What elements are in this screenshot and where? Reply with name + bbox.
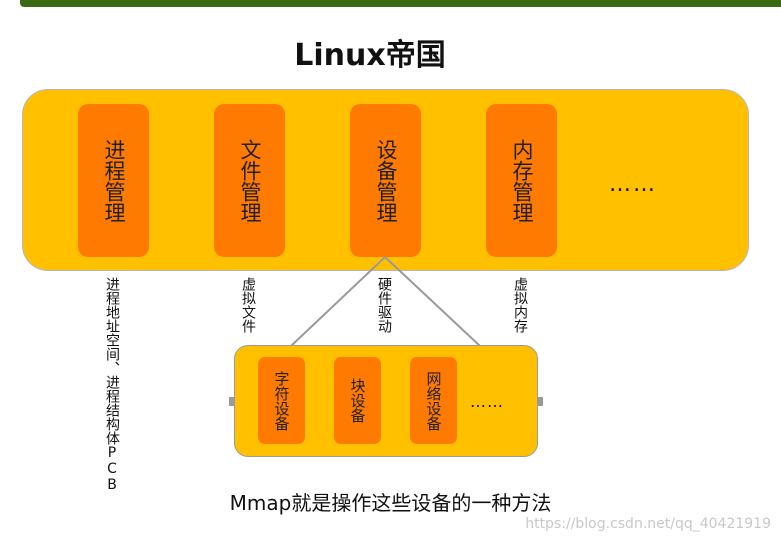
device-character: 字符设备 (258, 357, 305, 444)
diagram-title: Linux帝国 (294, 38, 446, 73)
module-device-management: 设备管理 (350, 104, 421, 257)
device-box-handle-left (229, 397, 234, 406)
caption: Mmap就是操作这些设备的一种方法 (229, 491, 552, 515)
device-block: 块设备 (334, 357, 381, 444)
annotation-file: 虚拟文件 (240, 277, 256, 333)
module-file-management: 文件管理 (214, 104, 285, 257)
module-process-management: 进程管理 (78, 104, 149, 257)
watermark: https://blog.csdn.net/qq_40421919 (525, 516, 771, 532)
annotation-device: 硬件驱动 (376, 277, 392, 333)
module-memory-management: 内存管理 (486, 104, 557, 257)
device-box-handle-right (538, 397, 543, 406)
devices-more-ellipsis: …… (470, 392, 504, 411)
top-bar (20, 0, 781, 7)
annotation-memory: 虚拟内存 (512, 277, 528, 333)
kernel-more-ellipsis: …… (609, 172, 657, 197)
device-network: 网络设备 (410, 357, 457, 444)
annotation-process: 进程地址空间、进程结构体PCB (104, 277, 120, 493)
